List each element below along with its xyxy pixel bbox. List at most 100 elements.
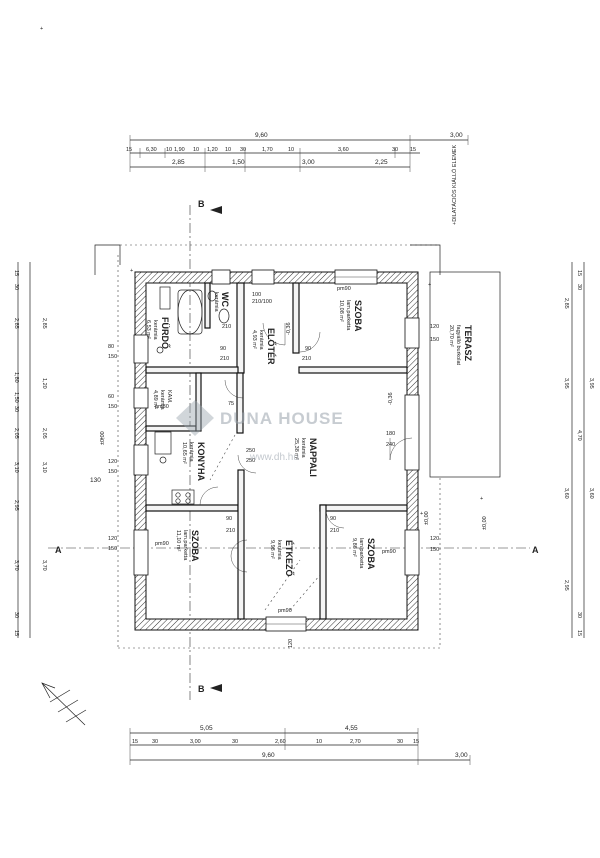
room-szoba-br-name: SZOBA xyxy=(366,538,376,570)
room-nappali-name: NAPPALI xyxy=(308,438,318,477)
dr4: 4,70 xyxy=(576,430,582,441)
lbl-150-r1: 150 xyxy=(430,337,439,343)
terrace-note: +DILATÁCIÓS KIÁLLÓ ELEMEK xyxy=(451,145,458,225)
room-wc-name: WC xyxy=(220,292,230,307)
guide-lines xyxy=(209,434,321,611)
windows xyxy=(133,269,420,632)
room-kamra-name: KAM. xyxy=(166,390,172,404)
dim-top-s3: 2,25 xyxy=(375,159,388,166)
room-szoba-br-floor: lam.parketta xyxy=(358,538,364,569)
room-szoba-br: SZOBA lam.parketta 9,86 m² xyxy=(351,538,376,570)
dim-top-total-1: 9,60 xyxy=(255,132,268,139)
db-first-1: 4,55 xyxy=(345,725,358,732)
dl7: 3,10 xyxy=(13,462,19,473)
dim-top-d12: 15 xyxy=(410,147,416,153)
dim-top-s1: 1,50 xyxy=(232,159,245,166)
level-markers: ±0,00 ±0,00 ±0,00 -0,36 -0,36 130 + + + … xyxy=(90,268,488,530)
lbl-100: 100 xyxy=(252,292,261,298)
site-outline xyxy=(94,244,501,649)
room-etkezo-area: 9,98 m² xyxy=(269,540,275,559)
room-szoba-top-name: SZOBA xyxy=(353,300,363,332)
room-szoba-top: SZOBA lam.parketta 10,08 m² xyxy=(338,300,363,332)
lbl-210-b: 210 xyxy=(220,356,229,362)
level-eloter: -0,36 xyxy=(286,322,292,335)
room-szoba-bl-name: SZOBA xyxy=(190,530,200,562)
dbd0: 15 xyxy=(132,739,138,745)
dbd6: 2,70 xyxy=(350,739,361,745)
dr0: 15 xyxy=(576,270,582,276)
lbl-150-r2: 150 xyxy=(430,547,439,553)
dl0: 15 xyxy=(13,270,19,276)
room-kamra-area: 4,89 m² xyxy=(152,390,158,409)
lbl-120-r1: 120 xyxy=(430,324,439,330)
lbl-210-a: 210 xyxy=(302,356,311,362)
watermark: DUNA HOUSE www.dh.hu xyxy=(176,400,344,463)
room-terasz-name: TERASZ xyxy=(463,325,473,362)
lbl-90-b: 90 xyxy=(220,346,226,352)
dim-top-total-2: 3,00 xyxy=(450,132,463,139)
lbl-pm90-l: pm90 xyxy=(155,541,169,547)
room-szoba-bl: SZOBA lam.parketta 11,10 m² xyxy=(175,530,200,562)
lbl-pm90-r: pm90 xyxy=(382,549,396,555)
lbl-180: 180 xyxy=(386,431,395,437)
dli1: 1,20 xyxy=(41,378,47,389)
dim-top-d10: 3,60 xyxy=(338,147,349,153)
lbl-210-100: 210/100 xyxy=(252,299,272,305)
dim-top-d5: 1,20 xyxy=(207,147,218,153)
room-kamra-floor: kerámia xyxy=(159,390,165,411)
dl11: 15 xyxy=(13,630,19,636)
hand-note: 130 xyxy=(90,477,101,484)
room-szoba-top-floor: lam.parketta xyxy=(345,300,351,331)
lbl-250-a: 250 xyxy=(246,448,255,454)
room-nappali-floor: kerámia xyxy=(300,438,306,459)
lbl-90-d: 90 xyxy=(330,516,336,522)
db-total-1: 3,00 xyxy=(455,752,468,759)
room-szoba-br-area: 9,86 m² xyxy=(351,538,357,557)
lbl-pm80: pm80 xyxy=(155,404,169,410)
dim-top-d1: 6,30 xyxy=(146,147,157,153)
level-nappali: -0,36 xyxy=(388,392,394,405)
room-nappali: NAPPALI kerámia 25,38 m² xyxy=(293,438,318,477)
dr5: 3,60 xyxy=(563,488,569,499)
right-dimensions: 15 30 2,85 3,95 4,70 3,60 2,95 30 15 3,9… xyxy=(563,262,594,638)
room-furdo-area: 6,53 m² xyxy=(145,320,151,339)
room-eloter-name: ELŐTÉR xyxy=(266,328,277,365)
room-szoba-bl-area: 11,10 m² xyxy=(175,530,181,551)
lbl-150-l4: 150 xyxy=(108,546,117,552)
dbd5: 10 xyxy=(316,739,322,745)
db-first-0: 5,05 xyxy=(200,725,213,732)
dim-top-d2: 10 xyxy=(166,147,172,153)
lbl-150-l1: 150 xyxy=(108,354,117,360)
dl9: 3,70 xyxy=(13,560,19,571)
section-a-right: A xyxy=(532,545,539,555)
left-dimensions: 15 30 2,85 1,80 1,50 30 2,05 3,10 2,95 3… xyxy=(13,262,47,638)
dl3: 1,80 xyxy=(13,372,19,383)
watermark-url: www.dh.hu xyxy=(249,452,299,463)
dli3: 3,10 xyxy=(41,462,47,473)
lbl-150-l3: 150 xyxy=(108,469,117,475)
lbl-pm90-top: pm90 xyxy=(337,286,351,292)
room-szoba-bl-floor: lam.parketta xyxy=(182,530,188,561)
north-arrow-icon xyxy=(41,682,87,726)
level-left: ±0,00 xyxy=(100,431,106,445)
dim-top-d0: 15 xyxy=(126,147,132,153)
level-right-2: ±0,00 xyxy=(424,511,430,525)
room-nappali-area: 25,38 m² xyxy=(293,438,299,460)
level-cross-2: + xyxy=(428,282,431,288)
room-terasz-area: 20,70 m² xyxy=(448,325,454,347)
room-kamra: KAM. kerámia 4,89 m² xyxy=(152,390,172,411)
svg-text:+: + xyxy=(40,26,43,32)
section-a-left: A xyxy=(55,545,62,555)
watermark-brand: DUNA HOUSE xyxy=(220,409,344,428)
lbl-120-b: 120 xyxy=(288,639,294,648)
lbl-75: 75 xyxy=(228,401,234,407)
lbl-250-b: 250 xyxy=(246,458,255,464)
dl4: 1,50 xyxy=(13,392,19,403)
room-eloter-area: 4,93 m² xyxy=(251,330,257,349)
watermark-logo-icon xyxy=(176,400,214,436)
dbd1: 30 xyxy=(152,739,158,745)
room-eloter-floor: kerámia xyxy=(258,330,264,351)
dl2: 2,85 xyxy=(13,318,19,329)
dli0: 2,85 xyxy=(41,318,47,329)
dr1: 30 xyxy=(576,284,582,290)
